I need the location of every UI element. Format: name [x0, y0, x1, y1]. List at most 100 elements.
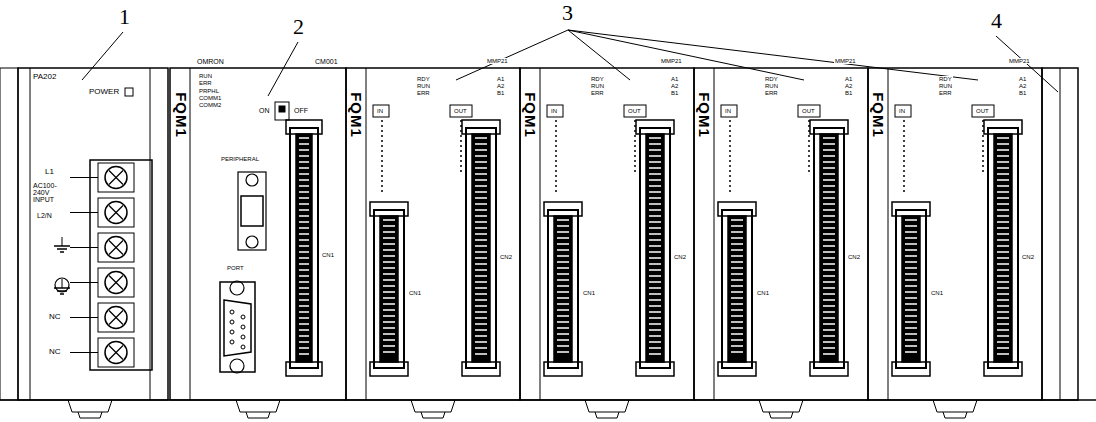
pin-row — [475, 281, 487, 283]
indicator-label: B1 — [670, 90, 679, 96]
line — [822, 215, 836, 216]
pin-row — [731, 333, 743, 335]
pin-row — [383, 309, 395, 311]
circle — [105, 167, 127, 189]
line — [648, 191, 662, 192]
circle — [230, 340, 234, 344]
line — [382, 273, 396, 274]
line — [57, 290, 67, 292]
pin-row — [299, 221, 309, 223]
pin-row — [475, 149, 487, 151]
pin-row — [649, 185, 661, 187]
pin-row — [905, 237, 917, 239]
pin-row — [299, 293, 309, 295]
line — [904, 333, 918, 334]
pin-row — [649, 239, 661, 241]
pin-row — [299, 317, 309, 319]
line — [474, 341, 488, 342]
pin-row — [905, 243, 917, 245]
line — [730, 261, 744, 262]
line — [298, 329, 310, 330]
line — [474, 137, 488, 138]
outline — [125, 88, 133, 96]
pin-row — [299, 245, 309, 247]
pin-row — [997, 275, 1009, 277]
outline — [98, 303, 134, 332]
line — [70, 352, 98, 353]
pin-row — [997, 269, 1009, 271]
outline — [18, 68, 168, 400]
pin-row — [299, 311, 309, 313]
pin-row — [905, 315, 917, 317]
line — [996, 347, 1010, 348]
pin-row — [997, 293, 1009, 295]
indicator-label: A2 — [496, 83, 505, 89]
line — [648, 287, 662, 288]
callout-number: 1 — [118, 6, 131, 28]
line — [382, 285, 396, 286]
pin-row — [997, 233, 1009, 235]
connector-label: IN — [898, 108, 906, 114]
line — [648, 293, 662, 294]
line — [648, 233, 662, 234]
pin-row — [475, 233, 487, 235]
line — [474, 191, 488, 192]
pin-row — [475, 221, 487, 223]
pin-row — [823, 173, 835, 175]
line — [822, 317, 836, 318]
connector-label: CN1 — [582, 290, 596, 296]
pin-row — [299, 323, 309, 325]
pin-row — [997, 353, 1009, 355]
line — [996, 353, 1010, 354]
pin-row — [997, 167, 1009, 169]
line — [822, 257, 836, 258]
line — [382, 297, 396, 298]
pin-row — [475, 245, 487, 247]
pin-row — [905, 339, 917, 341]
pin-row — [557, 327, 569, 329]
line — [822, 341, 836, 342]
line — [382, 231, 396, 232]
pin-row — [649, 227, 661, 229]
line — [648, 215, 662, 216]
line — [996, 191, 1010, 192]
pin-row — [997, 245, 1009, 247]
line — [996, 311, 1010, 312]
line — [822, 227, 836, 228]
connector-label: CN1 — [930, 290, 944, 296]
pin-row — [997, 197, 1009, 199]
line — [298, 287, 310, 288]
pin-row — [823, 233, 835, 235]
line — [822, 263, 836, 264]
outline — [90, 160, 152, 370]
outline — [98, 198, 134, 227]
pin-row — [299, 257, 309, 259]
pin-row — [475, 341, 487, 343]
line — [996, 203, 1010, 204]
line — [730, 243, 744, 244]
pin-row — [823, 341, 835, 343]
line — [648, 149, 662, 150]
line — [904, 225, 918, 226]
line — [648, 281, 662, 282]
outline — [994, 134, 1012, 362]
pin-row — [823, 275, 835, 277]
line — [556, 309, 570, 310]
line — [996, 137, 1010, 138]
pin-row — [475, 347, 487, 349]
line — [730, 225, 744, 226]
line — [730, 237, 744, 238]
pin-row — [299, 233, 309, 235]
pin-row — [475, 335, 487, 337]
pin-row — [649, 269, 661, 271]
line — [474, 329, 488, 330]
pin-row — [823, 287, 835, 289]
pin-row — [997, 137, 1009, 139]
pin-row — [823, 185, 835, 187]
pin-row — [649, 149, 661, 151]
line — [474, 269, 488, 270]
pin-row — [997, 173, 1009, 175]
outline — [814, 128, 844, 368]
pin-row — [475, 269, 487, 271]
pin-row — [557, 219, 569, 221]
